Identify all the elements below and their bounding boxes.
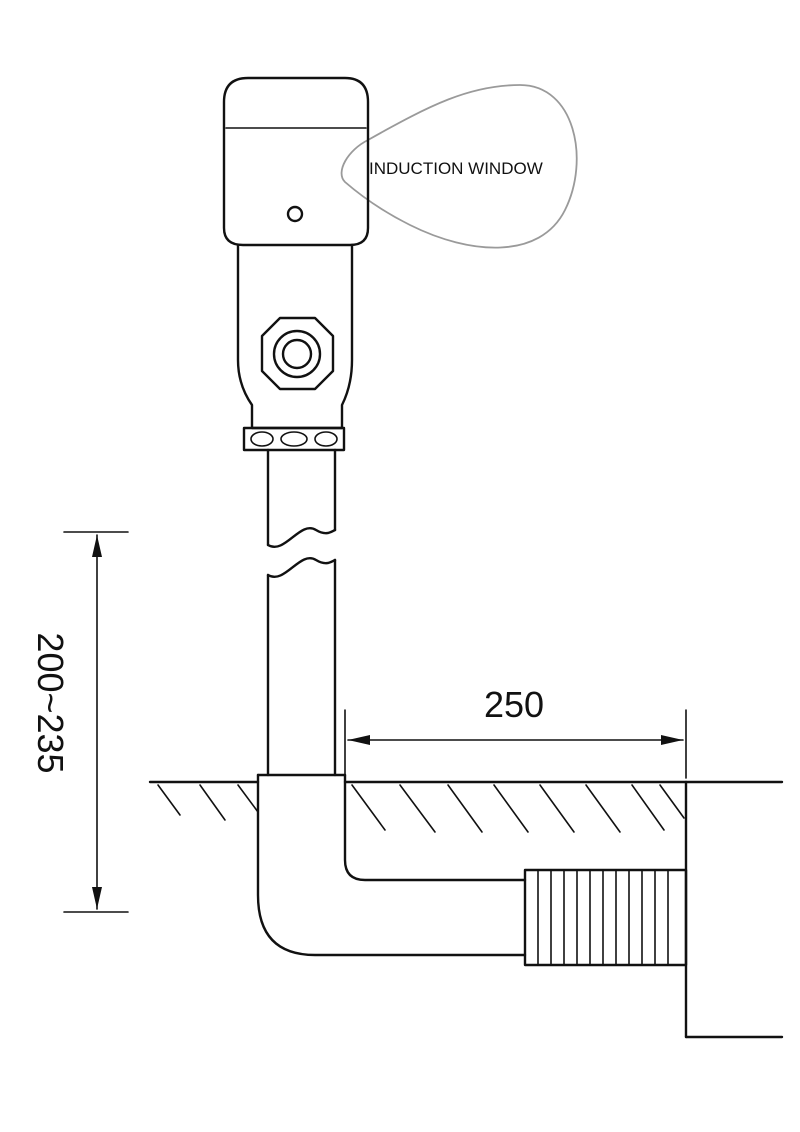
pipe-break-upper — [266, 527, 337, 548]
valve-inlet-nut — [260, 316, 335, 391]
dim-v-arrow-top — [92, 535, 102, 557]
nut-facet-3 — [314, 431, 338, 447]
valve-inlet-ring-inner — [281, 338, 313, 370]
wall-surface — [148, 780, 784, 1039]
valve-inlet-ring-outer — [272, 329, 322, 379]
induction-window: INDUCTION WINDOW — [340, 84, 578, 249]
induction-window-outline — [340, 84, 578, 249]
induction-window-label: INDUCTION WINDOW — [369, 159, 543, 178]
coupling-nut — [242, 426, 346, 452]
dim-v-arrow-bottom — [92, 887, 102, 909]
valve-body — [236, 243, 354, 430]
flex-connector — [523, 868, 688, 967]
pipe-break-lower — [266, 557, 337, 578]
elbow-inner — [343, 773, 527, 882]
dim-v-label: 200~235 — [30, 632, 71, 773]
nut-facet-2 — [280, 431, 308, 447]
nut-facet-1 — [250, 431, 274, 447]
valve-body-outline — [236, 243, 354, 430]
elbow-outer — [256, 773, 527, 957]
sensor-head — [222, 76, 370, 247]
dimension-vertical: 200~235 — [30, 531, 129, 913]
coupling-nut-body — [242, 426, 346, 452]
sensor-head-body — [222, 76, 370, 247]
elbow-pipe — [256, 773, 527, 957]
dim-h-label: 250 — [484, 684, 544, 725]
wall-hatching — [157, 784, 685, 833]
flush-pipe — [266, 448, 337, 777]
flex-connector-ribs — [537, 869, 669, 966]
dim-h-arrow-right — [661, 735, 683, 745]
sensor-indicator-hole — [286, 205, 304, 223]
dim-h-arrow-left — [348, 735, 370, 745]
dimension-horizontal: 250 — [344, 684, 687, 781]
flex-connector-body — [523, 868, 688, 967]
